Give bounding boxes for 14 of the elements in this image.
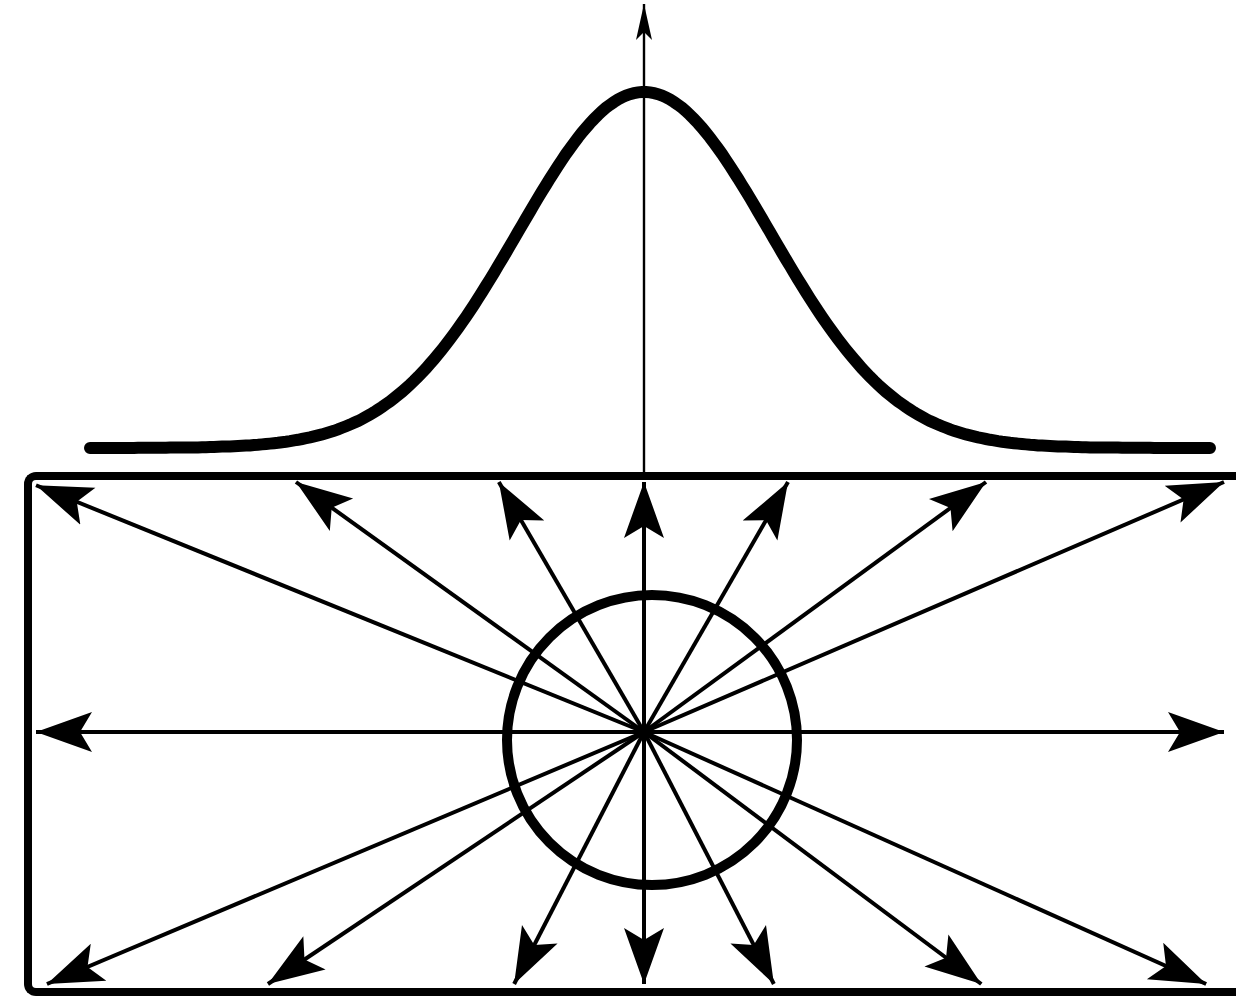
arrow — [36, 712, 644, 752]
arrow — [644, 712, 1224, 752]
circle-outline — [502, 590, 802, 890]
arrow — [624, 732, 664, 984]
arrow — [294, 480, 646, 734]
rectangle-frame — [24, 472, 1236, 996]
arrow — [642, 730, 983, 986]
arrow — [266, 730, 646, 986]
arrow — [642, 731, 776, 985]
arrow — [624, 482, 664, 732]
arrow — [512, 731, 646, 985]
arrow — [642, 481, 790, 733]
arrow — [497, 481, 646, 733]
arrow — [642, 480, 988, 734]
